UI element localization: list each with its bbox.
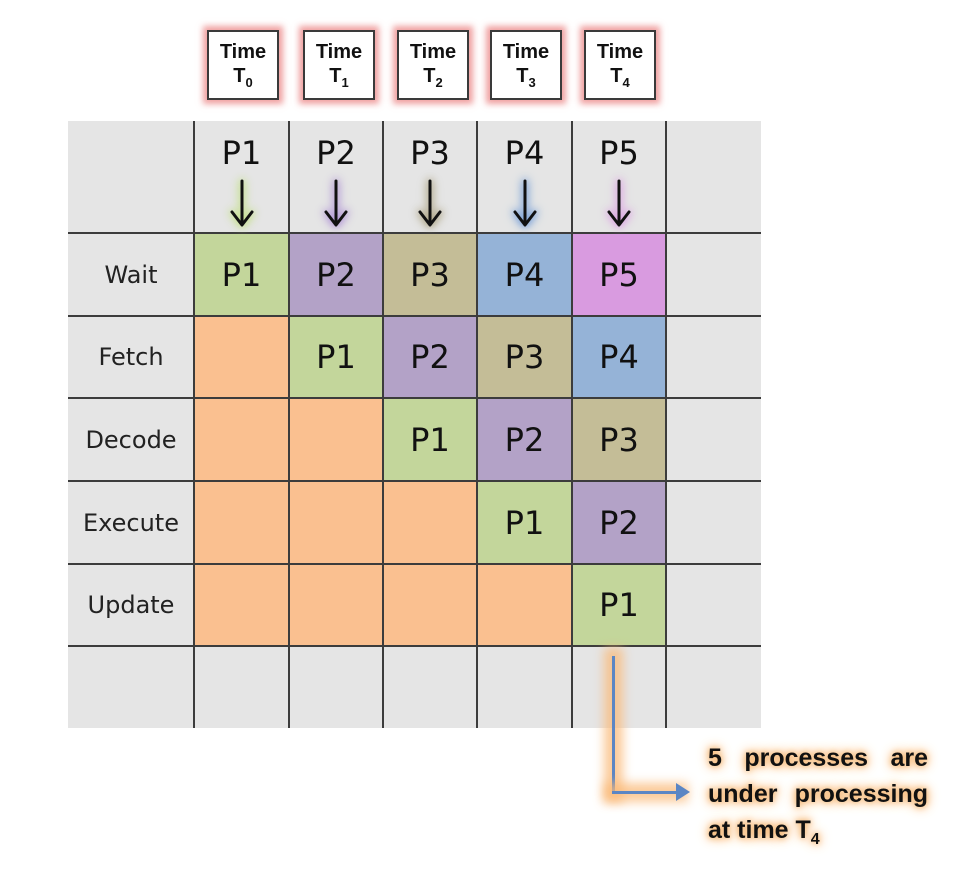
- down-arrow-icon: [513, 179, 536, 227]
- stage-label-wait: Wait: [104, 260, 158, 289]
- grid-line-vertical: [382, 121, 384, 728]
- pipeline-cell-empty: [194, 481, 289, 564]
- down-arrow-icon: [418, 179, 442, 227]
- process-header-p3: P3: [410, 134, 450, 172]
- process-header-p1: P1: [221, 134, 262, 172]
- pipeline-cell-empty: [194, 316, 289, 398]
- pipeline-cell-p1: P1: [477, 481, 572, 564]
- annotation-word: processes: [744, 744, 869, 772]
- annotation-subscript: 4: [810, 831, 820, 848]
- pipeline-cell-empty: [289, 564, 383, 646]
- annotation-text: 5 processes are under processing at time…: [708, 740, 928, 848]
- pipeline-cell-p3: P3: [477, 316, 572, 398]
- annotation-line-3: at time T4: [708, 812, 928, 848]
- annotation-arrowhead-icon: [676, 783, 690, 801]
- time-label-word: Time: [219, 41, 267, 63]
- time-label-letter: T: [233, 65, 246, 87]
- pipeline-cell-p4: P4: [477, 233, 572, 316]
- annotation-line-1: 5 processes are: [708, 740, 928, 776]
- grid-line-horizontal: [68, 480, 761, 482]
- pipeline-cell-empty: [383, 564, 477, 646]
- grid-line-vertical: [665, 121, 667, 728]
- time-label-symbol: T1: [305, 64, 373, 90]
- pipeline-cell-p4: P4: [572, 316, 666, 398]
- time-label-subscript: 1: [341, 75, 349, 90]
- pipeline-cell-p1: P1: [194, 233, 289, 316]
- annotation-connector-horizontal: [612, 791, 680, 794]
- pipeline-cell-empty: [194, 564, 289, 646]
- process-header-p2: P2: [316, 134, 356, 172]
- pipeline-cell-empty: [194, 398, 289, 481]
- time-label-letter: T: [516, 65, 529, 87]
- grid-line-vertical: [288, 121, 290, 728]
- pipeline-cell-p5: P5: [572, 233, 666, 316]
- annotation-word: at time T: [708, 816, 811, 844]
- process-header-p4: P4: [504, 134, 545, 172]
- pipeline-cell-p1: P1: [289, 316, 383, 398]
- time-label-word: Time: [502, 41, 550, 63]
- time-label-subscript: 0: [245, 75, 253, 90]
- pipeline-cell-p2: P2: [477, 398, 572, 481]
- time-label-subscript: 3: [528, 75, 536, 90]
- time-label-symbol: T0: [209, 64, 277, 90]
- time-label-symbol: T4: [586, 64, 654, 90]
- grid-line-vertical: [476, 121, 478, 728]
- down-arrow-icon: [607, 179, 631, 227]
- grid-line-horizontal: [68, 397, 761, 399]
- pipeline-cell-p2: P2: [383, 316, 477, 398]
- pipeline-cell-p1: P1: [572, 564, 666, 646]
- annotation-word: 5: [708, 744, 722, 772]
- grid-line-horizontal: [68, 232, 761, 234]
- time-label-symbol: T3: [492, 64, 560, 90]
- grid-line-horizontal: [68, 563, 761, 565]
- annotation-word: are: [890, 744, 928, 772]
- time-label-letter: T: [610, 65, 623, 87]
- grid-line-vertical: [193, 121, 195, 728]
- grid-line-horizontal: [68, 315, 761, 317]
- time-label-symbol: T2: [399, 64, 467, 90]
- pipeline-cell-p1: P1: [383, 398, 477, 481]
- pipeline-cell-p2: P2: [572, 481, 666, 564]
- pipeline-cell-p3: P3: [383, 233, 477, 316]
- grid-line-horizontal: [68, 645, 761, 647]
- annotation-connector-vertical: [612, 656, 615, 794]
- grid-line-vertical: [571, 121, 573, 728]
- pipeline-cell-p3: P3: [572, 398, 666, 481]
- process-header-p5: P5: [599, 134, 639, 172]
- down-arrow-icon: [230, 179, 253, 227]
- time-label-word: Time: [315, 41, 363, 63]
- annotation-word: under: [708, 780, 778, 808]
- stage-label-decode: Decode: [85, 425, 177, 454]
- pipeline-cell-empty: [289, 481, 383, 564]
- pipeline-cell-empty: [289, 398, 383, 481]
- annotation-line-2: under processing: [708, 776, 928, 812]
- pipeline-cell-empty: [477, 564, 572, 646]
- time-label-letter: T: [329, 65, 342, 87]
- annotation-word: processing: [794, 780, 928, 808]
- time-label-subscript: 2: [435, 75, 443, 90]
- stage-label-execute: Execute: [83, 508, 179, 537]
- pipeline-cell-p2: P2: [289, 233, 383, 316]
- pipeline-cell-empty: [383, 481, 477, 564]
- stage-label-update: Update: [87, 591, 175, 619]
- time-label-letter: T: [423, 65, 436, 87]
- time-label-word: Time: [409, 41, 457, 63]
- time-label-word: Time: [596, 41, 644, 63]
- stage-label-fetch: Fetch: [98, 343, 164, 371]
- time-label-subscript: 4: [622, 75, 630, 90]
- down-arrow-icon: [324, 179, 348, 227]
